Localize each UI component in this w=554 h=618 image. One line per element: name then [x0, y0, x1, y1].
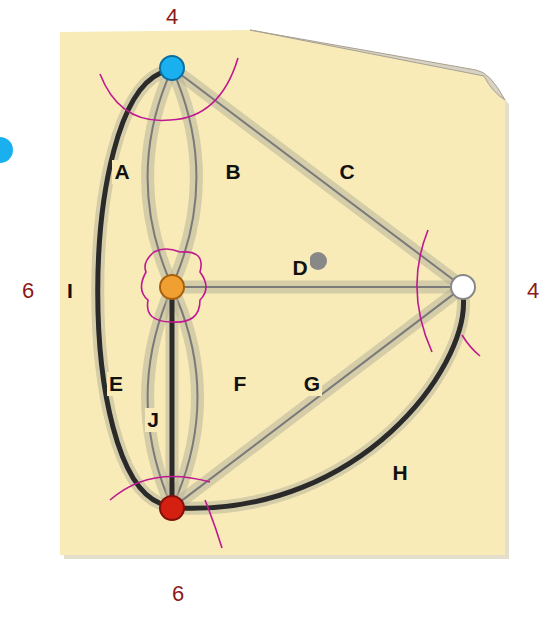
pen-arc — [110, 476, 210, 500]
highlight-glow — [148, 299, 168, 496]
graph-vertex: 6 — [159, 495, 185, 521]
edge-label: A — [112, 160, 131, 183]
graph-vertex: 4 — [450, 274, 476, 300]
pen-arc — [462, 335, 480, 356]
edge-label: B — [223, 160, 242, 183]
graph-edge — [185, 300, 464, 508]
stray-dot — [0, 137, 13, 163]
highlight-glow — [185, 281, 450, 294]
pen-arc — [205, 500, 222, 548]
highlight-glow — [148, 80, 168, 275]
graph-edge — [177, 299, 198, 496]
graph-edge — [170, 300, 175, 495]
paper — [60, 30, 505, 555]
graph-edge — [185, 286, 450, 288]
highlight-glow — [185, 300, 464, 508]
edge-label: E — [107, 372, 125, 395]
edge-label: C — [337, 160, 356, 183]
highlight-glow — [166, 300, 179, 495]
graph-edge — [148, 80, 168, 275]
graph-edge — [148, 299, 168, 496]
edge-label: F — [232, 372, 249, 395]
edge-label: J — [145, 408, 161, 431]
degree-number: 6 — [172, 583, 184, 605]
stray-dot — [309, 252, 327, 270]
degree-number: 4 — [527, 280, 539, 302]
highlight-glow — [182, 76, 452, 279]
edge-label: D — [290, 256, 309, 279]
graph-vertex: 4 — [159, 55, 185, 81]
graph-edge — [182, 295, 452, 500]
edge-label: G — [302, 372, 322, 395]
degree-number: 4 — [166, 6, 178, 28]
pen-arc — [417, 230, 432, 352]
highlight-glow — [177, 80, 197, 275]
paper-curl — [250, 30, 505, 100]
graph-edge — [98, 73, 160, 503]
highlight-glow — [177, 299, 198, 496]
graph-edge — [177, 80, 197, 275]
highlight-glow — [182, 295, 452, 500]
highlight-glow — [98, 73, 160, 503]
pen-loop — [141, 249, 206, 322]
graph-edge — [182, 76, 452, 279]
graph-vertex: 6 — [159, 274, 185, 300]
degree-number: 6 — [22, 280, 34, 302]
edge-label: H — [390, 461, 409, 484]
edge-label: I — [65, 279, 75, 302]
